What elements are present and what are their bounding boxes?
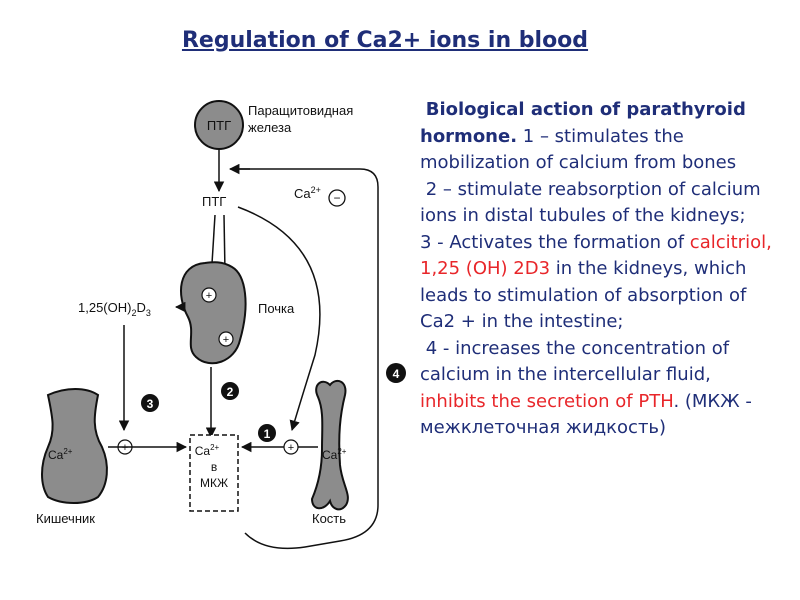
- bone-label: Кость: [312, 511, 346, 526]
- fluid-mkzh: МКЖ: [200, 476, 228, 490]
- fluid-ca: Ca: [195, 444, 211, 458]
- bone-ca: Ca: [322, 448, 338, 462]
- paragraph-1: Biological action of parathyroid hormone…: [420, 97, 782, 177]
- svg-text:Ca2+: Ca2+: [322, 447, 347, 462]
- badge-2: 2: [221, 382, 239, 400]
- paragraph-4: 4 - increases the concentration of calci…: [420, 336, 782, 442]
- paragraph-2: 2 – stimulate reabsorption of calcium io…: [420, 177, 782, 230]
- intestine-shape: [42, 389, 107, 503]
- feedback-loop-line: [233, 169, 378, 548]
- explanation-text: Biological action of parathyroid hormone…: [420, 97, 782, 442]
- svg-text:2: 2: [227, 385, 234, 399]
- svg-text:1: 1: [264, 427, 271, 441]
- paragraph-3: 3 - Activates the formation of calcitrio…: [420, 230, 782, 336]
- kidney-label: Почка: [258, 301, 295, 316]
- ptg-top-label: ПТГ: [207, 118, 231, 133]
- svg-text:3: 3: [147, 397, 154, 411]
- kidney-shape: [181, 262, 246, 363]
- gland-label-1: Паращитовидная: [248, 103, 353, 118]
- svg-text:1,25(OH)2D3: 1,25(OH)2D3: [78, 300, 151, 318]
- kidney-plus-2: +: [223, 334, 229, 346]
- svg-text:4: 4: [393, 367, 400, 381]
- p4-a: 4 - increases the concentration of calci…: [420, 338, 729, 386]
- p3-a: 3 - Activates the formation of: [420, 232, 690, 253]
- feedback-ca-label: Ca: [294, 186, 311, 201]
- p2-text: 2 – stimulate reabsorption of calcium io…: [420, 179, 761, 227]
- bone-shape: [312, 381, 348, 509]
- kidney-plus-1: +: [206, 290, 212, 302]
- calcitriol-text: 1,25(OH): [78, 300, 131, 315]
- bone-plus: +: [288, 442, 294, 454]
- badge-4: 4: [386, 363, 406, 383]
- minus-sign: −: [333, 191, 340, 205]
- intestine-label: Кишечник: [36, 511, 95, 526]
- intestine-ca: Ca: [48, 448, 64, 462]
- bone-ca-sup: 2+: [337, 447, 346, 456]
- calcitriol-d: D: [136, 300, 145, 315]
- intestine-plus: +: [122, 442, 128, 454]
- feedback-ca-sup: 2+: [311, 185, 321, 195]
- badge-1: 1: [258, 424, 276, 442]
- ptg-to-bone-curve: [238, 207, 320, 430]
- parathyroid-gland: ПТГ: [195, 101, 243, 149]
- p4-red: inhibits the secretion of PTH: [420, 391, 673, 412]
- fluid-ca-sup: 2+: [210, 443, 219, 452]
- fluid-v: в: [211, 460, 217, 474]
- intestine-ca-sup: 2+: [63, 447, 72, 456]
- calcitriol-sub2: 3: [146, 308, 151, 318]
- page-title: Regulation of Ca2+ ions in blood: [0, 28, 770, 53]
- ptg-mid-label: ПТГ: [202, 194, 226, 209]
- badge-3: 3: [141, 394, 159, 412]
- gland-label-2: железа: [248, 120, 292, 135]
- svg-text:Ca2+: Ca2+: [294, 185, 321, 201]
- ca-regulation-diagram: ПТГ Паращитовидная железа Ca2+ − ПТГ + +…: [0, 85, 410, 555]
